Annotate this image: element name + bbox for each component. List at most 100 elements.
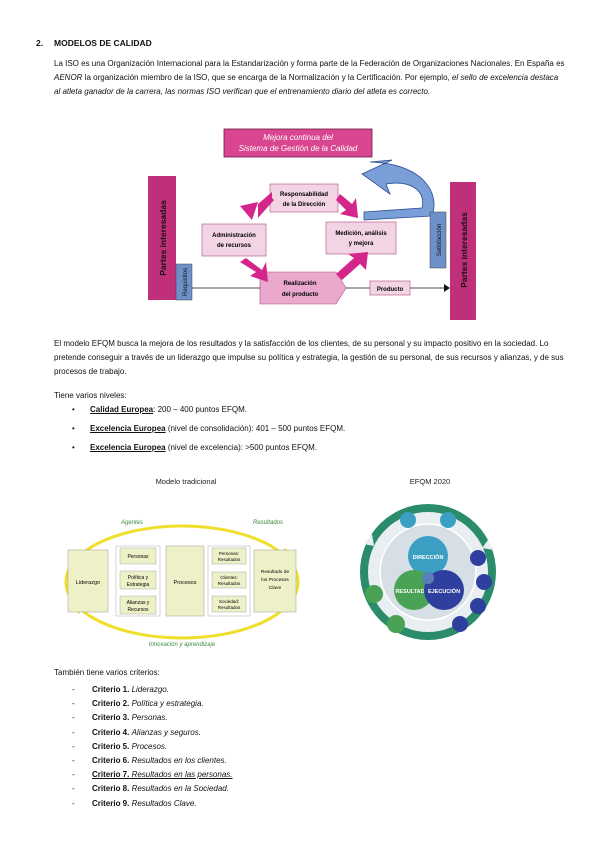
node-ejecucion-1 xyxy=(476,574,492,590)
direccion-circle xyxy=(408,536,448,576)
res-clientes-1: Clientes: xyxy=(220,575,238,580)
politica-label-2: Estrategia xyxy=(127,582,150,588)
criteria-desc: Resultados en las personas. xyxy=(131,770,233,780)
dash: - xyxy=(72,699,75,709)
criteria-desc: Alianzas y seguros. xyxy=(131,727,201,737)
level-name: Calidad Europea xyxy=(90,405,154,414)
res-clave-1: Resultado de xyxy=(261,569,290,575)
resultados-label: Resultados xyxy=(253,520,283,526)
personas-label: Personas xyxy=(127,554,149,560)
personas-box xyxy=(119,547,157,565)
criteria-desc: Personas. xyxy=(131,713,168,723)
politica-label-1: Política y xyxy=(128,575,149,581)
center-dot xyxy=(422,572,434,584)
criteria-label: Criterio 9. xyxy=(92,798,130,808)
alianzas-label-2: Recursos xyxy=(127,607,149,613)
node-direccion-2 xyxy=(440,512,456,528)
criteria-item: -Criterio 8. Resultados en la Sociedad. xyxy=(72,784,233,798)
alianzas-box xyxy=(119,595,157,615)
criteria-desc: Resultados Clave. xyxy=(131,798,197,808)
res-clientes-box xyxy=(211,571,247,589)
product-arrowhead xyxy=(444,284,450,292)
section-number: 2. xyxy=(36,38,44,48)
res-clave-box xyxy=(253,549,297,613)
right-stakeholders-bar xyxy=(450,182,476,320)
realization-box xyxy=(259,271,347,305)
ring-arrow-1 xyxy=(364,534,374,546)
level-detail: (nivel de excelencia): >500 puntos EFQM. xyxy=(165,443,318,452)
criteria-label: Criterio 8. xyxy=(92,784,130,794)
satisfaction-label: Satisfacción xyxy=(437,224,443,256)
realization-line-2: del producto xyxy=(282,292,319,298)
level-item: • Excelencia Europea (nivel de consolidac… xyxy=(72,424,552,443)
criteria-lead: También tiene varios criterios: xyxy=(54,668,160,677)
criteria-label: Criterio 6. xyxy=(92,755,130,765)
level-name: Excelencia Europea xyxy=(90,424,166,433)
measurement-box xyxy=(325,221,397,255)
politica-box xyxy=(119,570,157,590)
res-personas-1: Personas: xyxy=(219,551,239,556)
liderazgo-label: Liderazgo xyxy=(76,580,100,586)
arrow-resp-to-measurement xyxy=(336,194,358,218)
iso-process-diagram: Mejora continua del Sistema de Gestión d… xyxy=(148,128,476,320)
resultados-group xyxy=(207,545,251,617)
resultados-label: RESULTADOS xyxy=(395,589,432,595)
traditional-model-diagram: Modelo tradicional Agentes Resultados Li… xyxy=(64,477,300,648)
efqm-paragraph: El modelo EFQM busca la mejora de los re… xyxy=(54,339,564,376)
levels-list: • Calidad Europea: 200 – 400 puntos EFQM.… xyxy=(72,405,552,462)
dash: - xyxy=(72,713,75,723)
dash: - xyxy=(72,755,75,765)
dash: - xyxy=(72,741,75,751)
procesos-label: Procesos xyxy=(174,580,197,586)
realization-line-1: Realización xyxy=(283,281,316,287)
node-ejecucion-2 xyxy=(470,598,486,614)
res-personas-box xyxy=(211,547,247,565)
agentes-group xyxy=(115,545,161,617)
criteria-label: Criterio 7. xyxy=(92,770,130,780)
innovacion-label: Innovación y aprendizaje xyxy=(149,642,216,648)
cycle-ellipse xyxy=(64,524,300,640)
criteria-label: Criterio 4. xyxy=(92,727,130,737)
liderazgo-box xyxy=(67,549,109,613)
title-line-1: Mejora continua del xyxy=(263,133,333,142)
level-detail: (nivel de consolidación): 401 – 500 punt… xyxy=(165,424,346,433)
agentes-label: Agentes xyxy=(120,520,143,526)
intro-text-1: La ISO es una Organización Internacional… xyxy=(54,59,565,68)
criteria-list: -Criterio 1. Liderazgo. -Criterio 2. Pol… xyxy=(72,685,233,813)
criteria-label: Criterio 3. xyxy=(92,713,130,723)
responsibility-line-1: Responsabilidad xyxy=(280,192,328,198)
bullet: • xyxy=(72,424,75,433)
criteria-desc: Procesos. xyxy=(131,741,168,751)
requirements-label: Requisitos xyxy=(183,268,189,296)
dash: - xyxy=(72,727,75,737)
node-resultados-1 xyxy=(365,585,383,603)
dash: - xyxy=(72,770,75,780)
resources-line-1: Administración xyxy=(212,233,256,239)
criteria-label: Criterio 1. xyxy=(92,685,130,694)
ejecucion-label: EJECUCIÓN xyxy=(428,587,460,595)
criteria-item: -Criterio 1. Liderazgo. xyxy=(72,685,233,699)
efqm2020-caption: EFQM 2020 xyxy=(410,477,450,486)
section-title: MODELOS DE CALIDAD xyxy=(54,38,152,48)
level-detail: : 200 – 400 puntos EFQM. xyxy=(153,405,247,414)
ring-arrow-2 xyxy=(482,540,494,550)
measurement-line-2: y mejora xyxy=(349,241,374,247)
resources-box xyxy=(201,223,267,257)
criteria-desc: Liderazgo. xyxy=(131,685,169,694)
dash: - xyxy=(72,784,75,794)
section-heading: 2. MODELOS DE CALIDAD xyxy=(36,38,152,48)
intro-paragraph: La ISO es una Organización Internacional… xyxy=(54,57,566,99)
requirements-box xyxy=(175,263,193,301)
criteria-item: -Criterio 2. Política y estrategia. xyxy=(72,699,233,713)
node-ejecucion-3 xyxy=(452,616,468,632)
level-item: • Excelencia Europea (nivel de excelencia… xyxy=(72,443,552,462)
bullet: • xyxy=(72,443,75,452)
criteria-item: - Criterio 3. Personas. xyxy=(72,713,233,727)
improvement-arrow xyxy=(361,159,435,221)
left-stakeholders-bar xyxy=(148,176,176,300)
criteria-item: - Criterio 4. Alianzas y seguros. xyxy=(72,728,233,742)
level-name: Excelencia Europea xyxy=(90,443,166,452)
res-sociedad-2: Resultados xyxy=(218,605,241,610)
node-resultados-2 xyxy=(387,615,405,633)
